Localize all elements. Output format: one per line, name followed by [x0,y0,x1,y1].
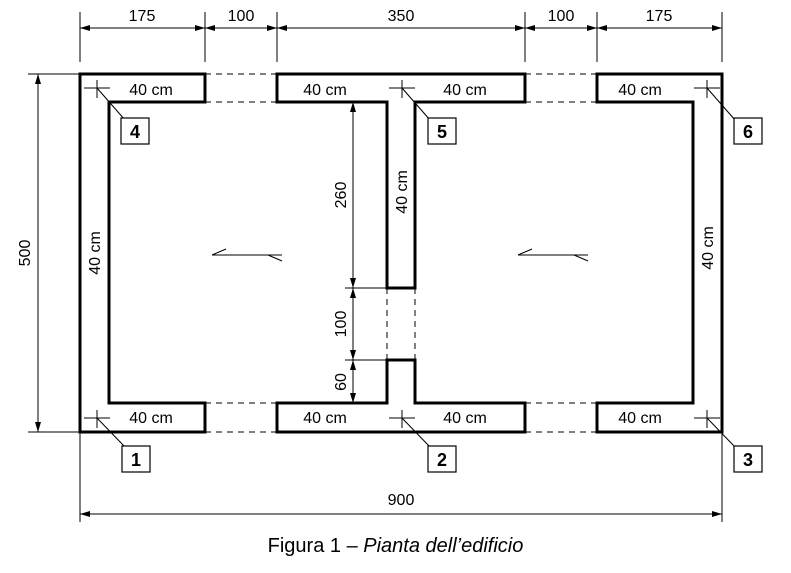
center-dimension-chain: 260 100 60 [333,101,387,404]
wall-label-top-right: 40 cm [618,82,662,99]
caption-prefix: Figura 1 – [267,535,364,557]
center-dim-260: 260 [333,182,350,209]
wall-label-bottom-center-right: 40 cm [443,410,487,427]
wall-label-bottom-left: 40 cm [129,410,173,427]
span-symbol-right [517,248,589,262]
node-2: 2 [437,450,447,470]
wall-label-left: 40 cm [87,231,104,275]
wall-label-bottom-right: 40 cm [618,410,662,427]
top-dim-2: 100 [228,8,255,25]
wall-label-top-center-left: 40 cm [303,82,347,99]
left-dim-label: 500 [17,240,34,267]
node-1: 1 [131,450,141,470]
center-dim-60: 60 [333,373,350,391]
node-labels: 4 5 6 1 2 3 [120,117,763,473]
top-dim-4: 100 [548,8,575,25]
node-6: 6 [743,122,753,142]
span-symbol-left [211,248,283,262]
bottom-dimension: 900 [79,432,723,522]
wall-label-right: 40 cm [700,226,717,270]
top-dim-1: 175 [129,8,156,25]
wall-label-center: 40 cm [394,170,411,214]
wall-labels: 40 cm 40 cm 40 cm 40 cm 40 cm 40 cm 40 c… [87,82,717,427]
wall-label-top-center-right: 40 cm [443,82,487,99]
node-5: 5 [437,122,447,142]
node-4: 4 [130,122,140,142]
top-dimension-chain: 175 100 350 100 175 [79,8,723,62]
top-dim-3: 350 [388,8,415,25]
caption-title: Pianta dell’edificio [363,535,524,557]
wall-label-top-left: 40 cm [129,82,173,99]
floor-plan: 175 100 350 100 175 500 900 [17,8,763,522]
left-dimension: 500 [17,73,80,433]
bottom-dim-label: 900 [388,492,415,509]
openings [205,73,597,433]
walls [78,72,724,434]
cross-markers [84,80,720,428]
left-wall-block [78,72,207,434]
node-leaders [96,87,736,448]
center-dim-100: 100 [333,311,350,338]
slab-span-symbols [211,248,589,262]
top-dim-5: 175 [646,8,673,25]
node-3: 3 [743,450,753,470]
figure-caption: Figura 1 – Pianta dell’edificio [0,535,791,558]
wall-label-bottom-center-left: 40 cm [303,410,347,427]
